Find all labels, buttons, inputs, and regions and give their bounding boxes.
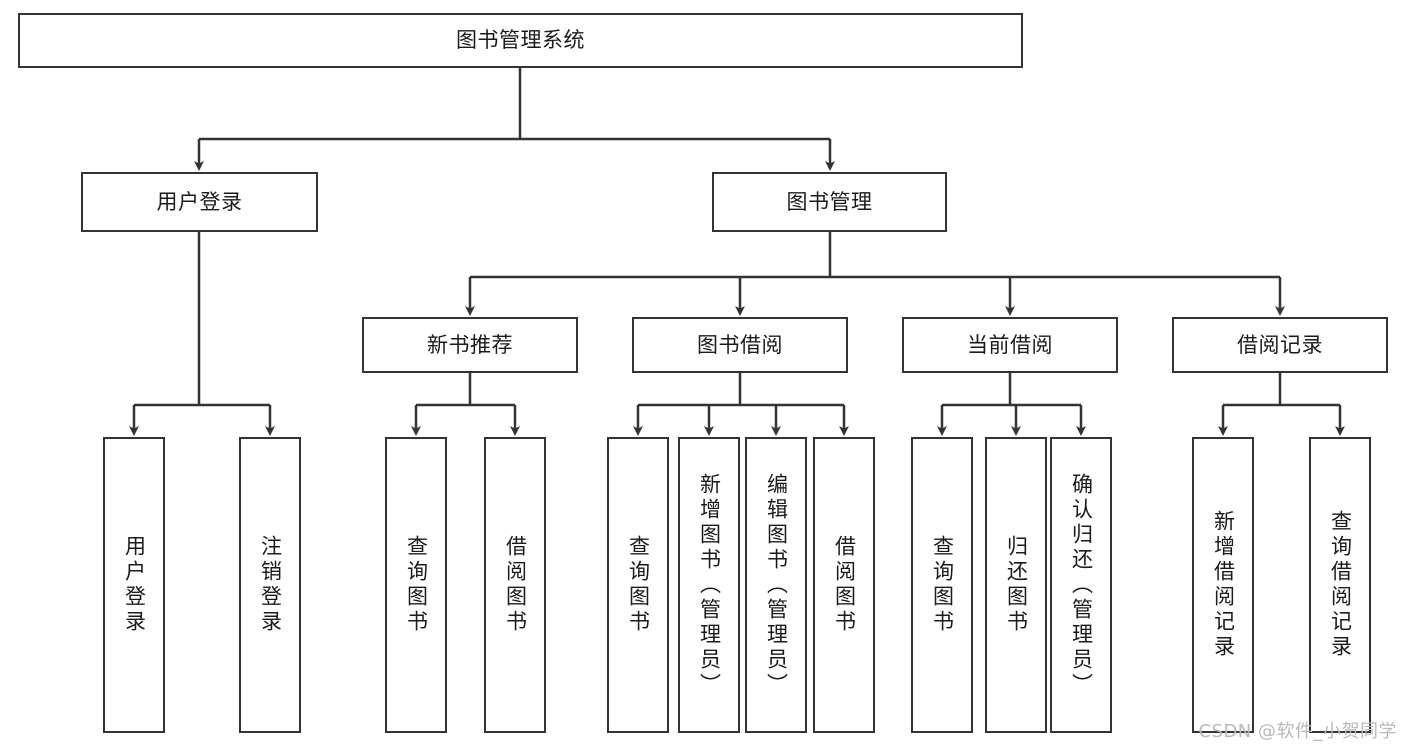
node-label: 注销登录 [258,535,283,635]
node-leaf-add-book[interactable]: 新增图书（管理员） [678,437,740,733]
node-leaf-query-book-3[interactable]: 查询图书 [911,437,973,733]
node-label: 图书管理 [786,189,873,214]
node-label: 借阅图书 [832,535,857,635]
node-leaf-return-book[interactable]: 归还图书 [985,437,1047,733]
node-label: 查询图书 [930,535,955,635]
node-label: 查询图书 [626,535,651,635]
node-label: 图书管理系统 [456,28,585,53]
node-label: 借阅记录 [1237,332,1323,357]
node-current-borrow[interactable]: 当前借阅 [902,317,1118,373]
node-leaf-user-login[interactable]: 用户登录 [103,437,165,733]
node-label: 查询借阅记录 [1328,510,1353,660]
node-leaf-query-book-2[interactable]: 查询图书 [607,437,669,733]
node-label: 图书借阅 [697,332,783,357]
node-label: 用户登录 [156,189,243,214]
node-leaf-confirm-return[interactable]: 确认归还（管理员） [1050,437,1112,733]
node-leaf-borrow-book-1[interactable]: 借阅图书 [484,437,546,733]
node-label: 确认归还（管理员） [1069,472,1094,698]
node-label: 归还图书 [1004,535,1029,635]
node-label: 当前借阅 [967,332,1053,357]
node-book-manage[interactable]: 图书管理 [712,172,947,232]
node-leaf-add-record[interactable]: 新增借阅记录 [1192,437,1254,733]
node-leaf-user-logout[interactable]: 注销登录 [239,437,301,733]
node-leaf-query-record[interactable]: 查询借阅记录 [1309,437,1371,733]
node-label: 用户登录 [122,535,147,635]
watermark-text: CSDN @软件_小贺同学 [1198,721,1397,742]
node-borrow-record[interactable]: 借阅记录 [1172,317,1388,373]
node-user-login[interactable]: 用户登录 [81,172,318,232]
node-leaf-edit-book[interactable]: 编辑图书（管理员） [745,437,807,733]
node-label: 新增图书（管理员） [697,472,722,698]
node-new-book-rec[interactable]: 新书推荐 [362,317,578,373]
node-root-system[interactable]: 图书管理系统 [18,13,1023,68]
node-label: 借阅图书 [503,535,528,635]
node-leaf-query-book-1[interactable]: 查询图书 [385,437,447,733]
node-book-borrow[interactable]: 图书借阅 [632,317,848,373]
node-label: 新书推荐 [427,332,513,357]
node-label: 查询图书 [404,535,429,635]
node-label: 新增借阅记录 [1211,510,1236,660]
node-leaf-borrow-book-2[interactable]: 借阅图书 [813,437,875,733]
node-label: 编辑图书（管理员） [764,472,789,698]
